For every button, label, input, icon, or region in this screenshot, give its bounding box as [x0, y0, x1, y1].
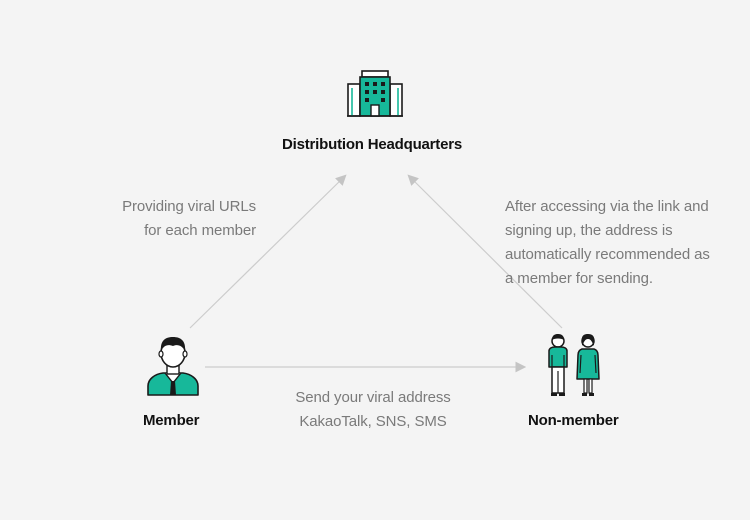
note-line: a member for sending.: [505, 270, 653, 287]
couple-icon: [548, 334, 600, 396]
note-line: signing up, the address is: [505, 222, 673, 239]
note-line: Send your viral address: [295, 389, 451, 406]
note-line: for each member: [144, 222, 256, 239]
arrow-nonmember-to-headquarters: [407, 174, 563, 329]
building-icon: [347, 70, 403, 117]
member-label: Member: [143, 412, 200, 429]
note-providing-urls: Providing viral URLs for each member: [108, 195, 256, 243]
non-member-label: Non-member: [528, 412, 619, 429]
arrow-member-to-headquarters: [189, 174, 347, 329]
note-line: After accessing via the link and: [505, 198, 709, 215]
note-signup-recommendation: After accessing via the link and signing…: [505, 195, 710, 291]
note-line: Providing viral URLs: [122, 198, 256, 215]
note-line: KakaoTalk, SNS, SMS: [299, 413, 447, 430]
person-icon: [147, 337, 199, 396]
headquarters-label: Distribution Headquarters: [282, 136, 463, 153]
note-line: automatically recommended as: [505, 246, 710, 263]
note-send-address: Send your viral address KakaoTalk, SNS, …: [273, 386, 473, 434]
